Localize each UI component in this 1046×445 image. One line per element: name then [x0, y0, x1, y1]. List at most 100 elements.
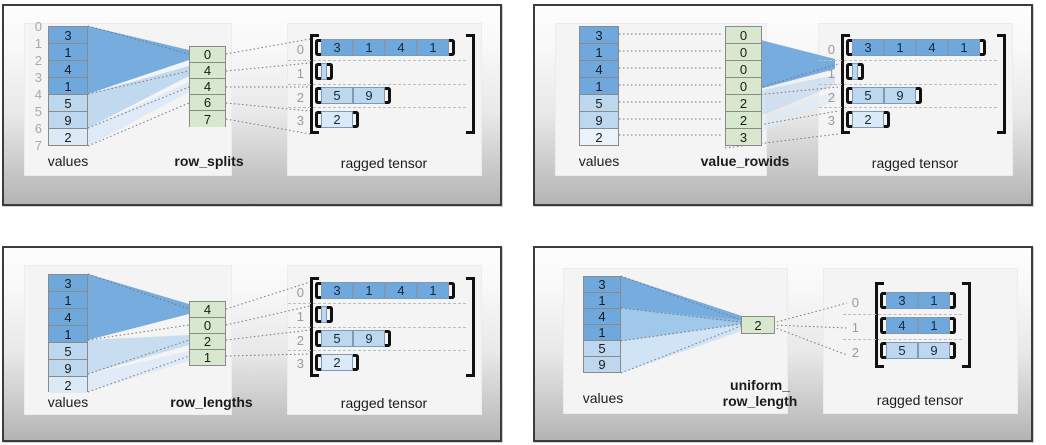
partition-cell: 1	[190, 350, 225, 365]
tensor-row-empty	[315, 63, 333, 80]
value-cell: 2	[49, 377, 87, 393]
tensor-row-divider	[819, 107, 997, 108]
values-column-row-splits: 3 1 4 1 5 9 2	[48, 26, 88, 146]
inner-bracket-left	[315, 63, 321, 80]
value-cell: 1	[584, 325, 620, 341]
values-column-row-lengths: 3 1 4 1 5 9 2	[48, 274, 88, 393]
partition-cell: 0	[190, 47, 225, 63]
value-index: 4	[34, 87, 42, 102]
tensor-row-divider	[288, 350, 466, 351]
value-cell: 5	[49, 343, 87, 360]
tensor-cell-empty	[321, 63, 327, 80]
tensor-row-label: 3	[296, 356, 304, 371]
inner-bracket-right	[449, 39, 455, 56]
values-caption: values	[47, 153, 89, 169]
tensor-cell: 9	[353, 330, 385, 347]
partition-cell: 3	[726, 129, 761, 145]
outer-bracket-right	[466, 34, 475, 134]
value-cell: 4	[584, 309, 620, 325]
inner-bracket-right	[353, 354, 359, 371]
value-cell: 1	[584, 293, 620, 309]
tensor-cell: 9	[918, 342, 950, 359]
value-cell: 9	[49, 360, 87, 377]
value-cell: 9	[49, 112, 87, 129]
inner-bracket-left	[846, 39, 852, 56]
inner-bracket-left	[846, 87, 852, 104]
tensor-row-divider	[288, 107, 466, 108]
tensor-row: 5 9	[315, 330, 391, 347]
inner-bracket-left	[880, 317, 886, 334]
partition-caption: uniform_ row_length	[722, 377, 798, 409]
tensor-cell: 9	[353, 87, 385, 104]
tensor-row-label: 3	[296, 113, 304, 128]
tensor-row-empty	[846, 63, 864, 80]
value-index: 3	[34, 70, 42, 85]
value-cell: 3	[49, 275, 87, 292]
tensor-cell: 3	[321, 282, 353, 299]
values-column-uniform-row-length: 3 1 4 1 5 9	[583, 276, 621, 373]
panel-uniform-row-length: 3 1 4 1 5 9 2 values uniform_ row_length…	[533, 246, 1033, 442]
inner-bracket-left	[315, 282, 321, 299]
tensor-cell: 3	[852, 39, 884, 56]
tensor-row-divider	[288, 84, 466, 85]
tensor-cell: 2	[852, 111, 884, 128]
tensor-cell: 4	[916, 39, 948, 56]
partition-caption: row_splits	[174, 153, 244, 169]
tensor-row-label: 0	[827, 42, 835, 57]
panel-row-splits: 0 1 2 3 4 5 6 7 3 1 4 1 5 9 2 0 4 4 6 7 …	[2, 4, 502, 206]
inner-bracket-right	[449, 282, 455, 299]
tensor-row-label: 3	[827, 113, 835, 128]
value-cell: 1	[580, 78, 618, 95]
row-splits-column: 0 4 4 6 7	[189, 46, 226, 127]
tensor-caption: ragged tensor	[340, 395, 428, 411]
tensor-row: 2	[315, 111, 359, 128]
tensor-cell: 1	[417, 39, 449, 56]
inner-bracket-right	[858, 63, 864, 80]
tensor-cell: 1	[948, 39, 980, 56]
inner-bracket-right	[980, 39, 986, 56]
tensor-row-label: 2	[851, 345, 859, 360]
inner-bracket-right	[385, 330, 391, 347]
tensor-cell: 1	[353, 39, 385, 56]
tensor-row-empty	[315, 306, 333, 323]
partition-cell: 2	[726, 112, 761, 129]
value-cell: 4	[580, 61, 618, 78]
tensor-cell: 3	[321, 39, 353, 56]
tensor-row: 5 9	[880, 342, 956, 359]
tensor-cell: 1	[353, 282, 385, 299]
value-cell: 3	[580, 27, 618, 44]
partition-cell: 0	[726, 27, 761, 44]
value-index: 5	[34, 104, 42, 119]
partition-cell: 2	[190, 334, 225, 350]
inner-bracket-right	[950, 317, 956, 334]
inner-bracket-left	[315, 111, 321, 128]
value-cell: 1	[580, 44, 618, 61]
tensor-cell: 2	[321, 111, 353, 128]
tensor-cell: 1	[918, 317, 950, 334]
value-cell: 1	[49, 326, 87, 343]
inner-bracket-left	[315, 87, 321, 104]
tensor-cell: 9	[884, 87, 916, 104]
tensor-row-label: 0	[296, 42, 304, 57]
tensor-row: 3 1 4 1	[846, 39, 986, 56]
partition-cell: 0	[726, 61, 761, 78]
tensor-cell: 1	[417, 282, 449, 299]
value-cell: 3	[49, 27, 87, 44]
inner-bracket-right	[884, 111, 890, 128]
inner-bracket-right	[353, 111, 359, 128]
inner-bracket-right	[950, 292, 956, 309]
value-index: 1	[34, 36, 42, 51]
value-cell: 9	[584, 357, 620, 372]
inner-bracket-left	[315, 39, 321, 56]
value-cell: 5	[584, 341, 620, 357]
partition-cell: 2	[742, 317, 774, 333]
tensor-cell: 1	[918, 292, 950, 309]
inner-bracket-left	[846, 63, 852, 80]
tensor-caption: ragged tensor	[876, 392, 964, 408]
inner-bracket-left	[880, 342, 886, 359]
value-index: 0	[34, 19, 42, 34]
value-cell: 2	[49, 129, 87, 145]
partition-cell: 4	[190, 79, 225, 95]
value-index: 7	[34, 138, 42, 153]
values-caption: values	[47, 394, 89, 410]
